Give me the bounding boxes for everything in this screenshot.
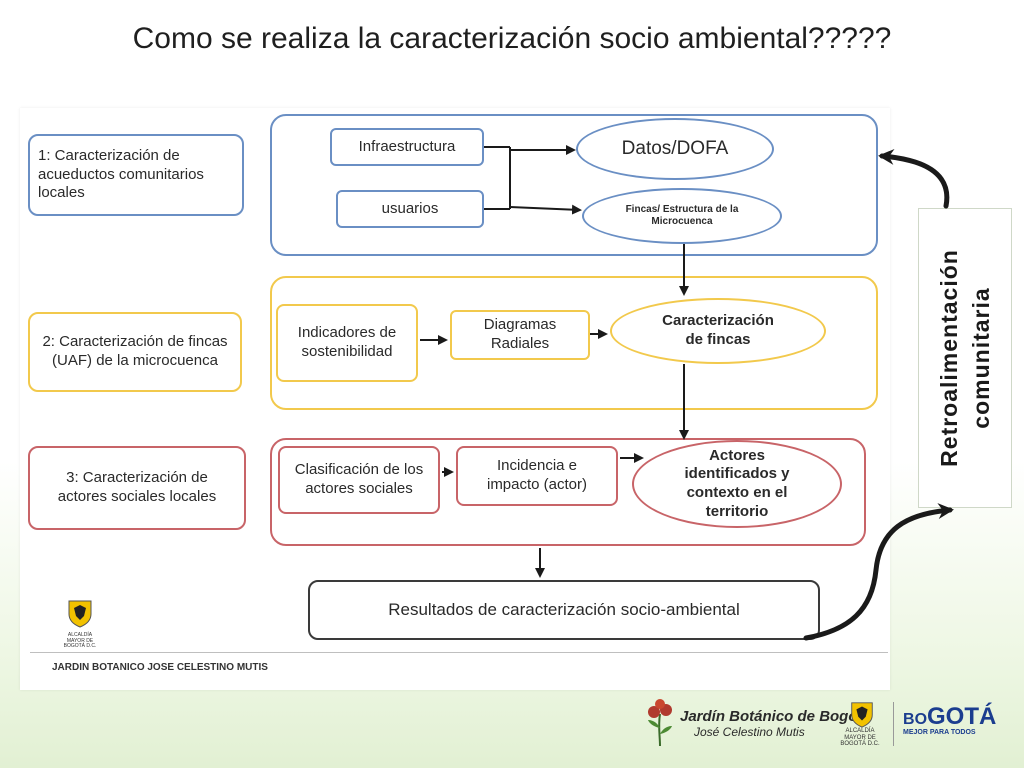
alcaldia-logo-text: ALCALDÍA MAYOR DE BOGOTÁ D.C. [840, 728, 880, 748]
alcaldia-small-logo: ALCALDÍA MAYOR DE BOGOTÁ D.C. [60, 598, 100, 650]
jardin-botanico-flower-icon [648, 699, 672, 747]
diagramas-box: Diagramas Radiales [450, 310, 590, 360]
step-1-box: 1: Caracterización de acueductos comunit… [28, 134, 244, 216]
step-2-label: 2: Caracterización de fincas (UAF) de la… [42, 333, 228, 369]
alcaldia-shield-icon [851, 702, 873, 728]
infraestructura-box: Infraestructura [330, 128, 484, 166]
caracterizacion-fincas-ellipse: Caracterización de fincas [610, 298, 826, 364]
step-3-box: 3: Caracterización de actores sociales l… [28, 446, 246, 530]
shield-icon [68, 600, 92, 628]
clasificacion-box: Clasificación de los actores sociales [278, 446, 440, 514]
fincas-estructura-ellipse: Fincas/ Estructura de la Microcuenca [582, 188, 782, 244]
jardin-botanico-logo-text: Jardín Botánico de Bogotá José Celestino… [680, 708, 871, 739]
group-actores [270, 438, 866, 546]
datos-dofa-ellipse: Datos/DOFA [576, 118, 774, 180]
incidencia-box: Incidencia e impacto (actor) [456, 446, 618, 506]
indicadores-box: Indicadores de sostenibilidad [276, 304, 418, 382]
actores-ellipse: Actores identificados y contexto en el t… [632, 440, 842, 528]
slide-title: Como se realiza la caracterización socio… [132, 22, 892, 55]
group-acueductos [270, 114, 878, 256]
step-2-box: 2: Caracterización de fincas (UAF) de la… [28, 312, 242, 392]
feedback-label-box: Retroalimentación comunitaria [918, 208, 1012, 508]
footer-divider [30, 652, 888, 653]
feedback-arrow-bottom [803, 503, 954, 641]
group-fincas [270, 276, 878, 410]
step-1-label: 1: Caracterización de acueductos comunit… [38, 146, 204, 202]
resultados-box: Resultados de caracterización socio-ambi… [308, 580, 820, 640]
usuarios-box: usuarios [336, 190, 484, 228]
logo-divider [893, 702, 894, 746]
feedback-arrow-top [878, 148, 950, 209]
step-3-label: 3: Caracterización de actores sociales l… [57, 469, 217, 505]
footer-institution: JARDIN BOTANICO JOSE CELESTINO MUTIS [52, 662, 268, 673]
arrow-to-fincas-estructura [509, 204, 582, 215]
bogota-logo: BOGOTÁ MEJOR PARA TODOS [903, 703, 997, 736]
